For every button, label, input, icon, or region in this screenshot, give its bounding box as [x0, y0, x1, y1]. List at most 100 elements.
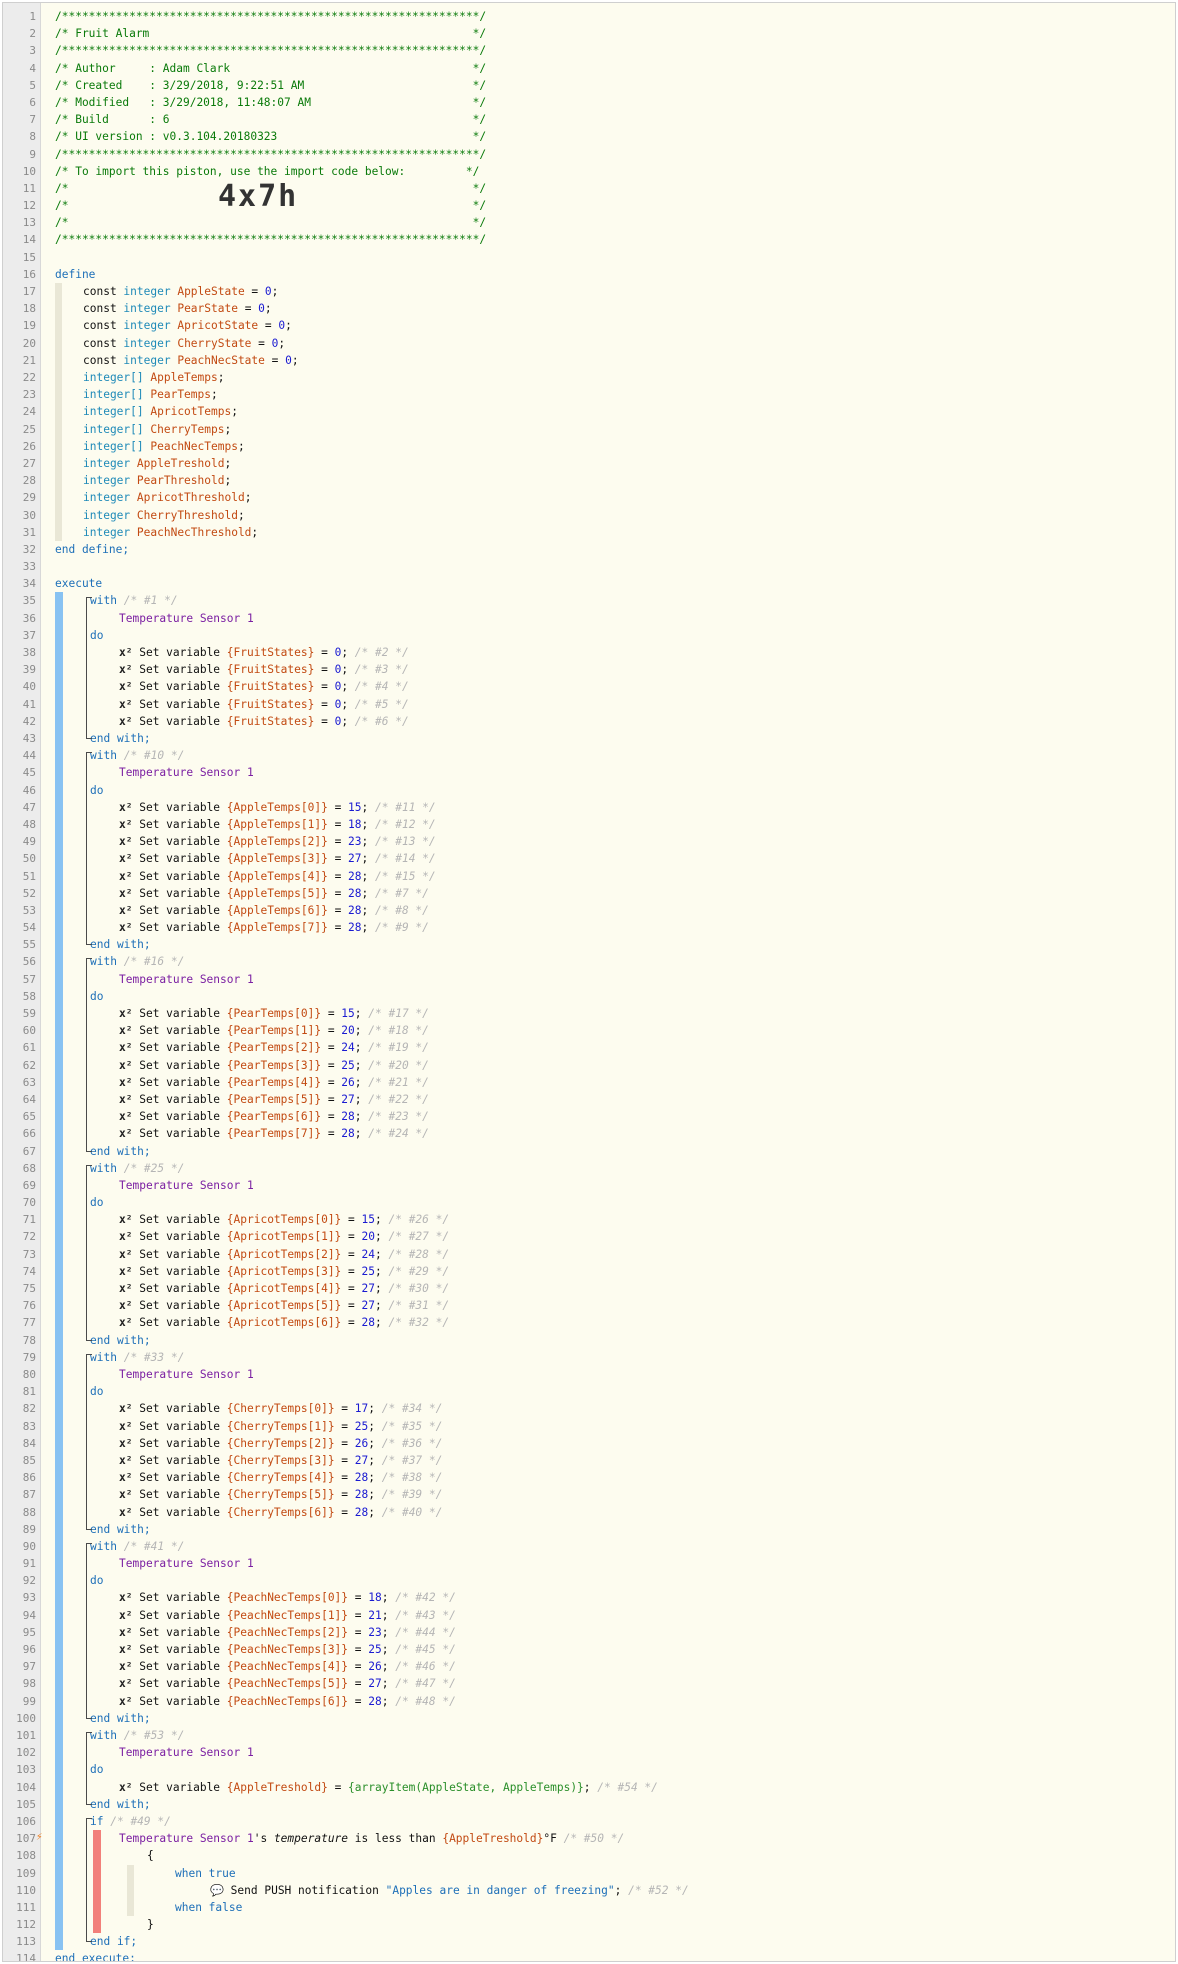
variable-name: {AppleTemps[1]}: [226, 817, 328, 831]
type-keyword: integer: [123, 302, 171, 316]
statement-id: /* #3 */: [354, 663, 409, 677]
line-number: 70: [22, 1196, 36, 1210]
variable-name: CherryState: [177, 336, 252, 350]
type-keyword: integer: [83, 508, 131, 522]
code-line: Temperature Sensor 1: [119, 1366, 254, 1383]
if-keyword: if: [90, 1814, 104, 1828]
type-keyword: integer: [83, 456, 131, 470]
variable-name: ApricotThreshold: [136, 491, 245, 505]
variable-name: {FruitStates}: [226, 646, 315, 660]
variable-name: PearState: [177, 302, 238, 316]
number-value: 28: [348, 903, 362, 917]
variable-name: AppleState: [177, 285, 245, 299]
code-line: x² Set variable {AppleTemps[3]} = 27; /*…: [119, 852, 436, 866]
code-line: do: [90, 1761, 103, 1778]
type-keyword: integer[]: [83, 405, 144, 419]
line-number: 73: [22, 1247, 36, 1261]
header-blank: /* */: [55, 199, 487, 213]
line-number: 76: [22, 1299, 36, 1313]
when-true-keyword: when true: [175, 1866, 236, 1880]
line-number: 41: [22, 697, 36, 711]
code-line: x² Set variable {CherryTemps[3]} = 27; /…: [119, 1453, 443, 1467]
code-line: /***************************************…: [55, 42, 486, 59]
number-value: 28: [341, 1110, 355, 1124]
line-number: 6: [29, 95, 36, 109]
number-value: 23: [368, 1625, 382, 1639]
code-line: Temperature Sensor 1's temperature is le…: [119, 1832, 625, 1846]
code-line: x² Set variable {PearTemps[1]} = 20; /* …: [119, 1024, 429, 1038]
line-number: 100: [16, 1711, 36, 1725]
end-with-keyword: end with;: [90, 1144, 151, 1158]
type-keyword: integer: [123, 319, 171, 333]
variable-name: {PearTemps[6]}: [226, 1110, 322, 1124]
variable-name: {ApricotTemps[3]}: [226, 1264, 342, 1278]
code-line: x² Set variable {PearTemps[3]} = 25; /* …: [119, 1058, 429, 1072]
code-line: x² Set variable {ApricotTemps[5]} = 27; …: [119, 1299, 450, 1313]
do-keyword: do: [90, 1763, 104, 1777]
line-number: 59: [22, 1007, 36, 1021]
line-number: 47: [22, 800, 36, 814]
variable-name: {AppleTemps[5]}: [226, 886, 328, 900]
line-number: 39: [22, 663, 36, 677]
statement-id: /* #31 */: [388, 1299, 450, 1313]
code-line: x² Set variable {PearTemps[2]} = 24; /* …: [119, 1041, 429, 1055]
code-line: x² Set variable {ApricotTemps[1]} = 20; …: [119, 1230, 450, 1244]
statement-id: /* #8 */: [375, 903, 429, 917]
line-number: 80: [22, 1368, 36, 1381]
code-line: x² Set variable {PeachNecTemps[5]} = 27;…: [119, 1677, 456, 1691]
code-line: x² Set variable {AppleTemps[6]} = 28; /*…: [119, 903, 429, 917]
variable-name: {PearTemps[1]}: [226, 1024, 322, 1038]
expression-icon: x²: [119, 921, 133, 935]
type-keyword: integer: [123, 353, 171, 367]
line-number: 36: [22, 611, 36, 625]
code-line: with /* #33 */: [90, 1349, 184, 1366]
code-line: 💬 Send PUSH notification "Apples are in …: [210, 1883, 689, 1897]
variable-name: {FruitStates}: [226, 714, 315, 728]
do-keyword: do: [90, 783, 104, 797]
line-number: 113: [16, 1935, 36, 1949]
code-line: }: [147, 1918, 154, 1932]
code-line: end with;: [90, 1796, 151, 1813]
line-number: 87: [22, 1488, 36, 1502]
line-number: 66: [22, 1127, 36, 1141]
line-number: 44: [22, 749, 36, 763]
expression-icon: x²: [119, 1316, 133, 1330]
code-line: x² Set variable {FruitStates} = 0; /* #3…: [119, 663, 409, 677]
code-line: /* Fruit Alarm */: [55, 25, 486, 42]
code-line: end with;: [90, 936, 151, 953]
line-number: 96: [22, 1643, 36, 1657]
device-name: Temperature Sensor 1: [119, 972, 254, 986]
warning-icon[interactable]: ⚡: [36, 1830, 43, 1844]
code-line: x² Set variable {PearTemps[6]} = 28; /* …: [119, 1110, 429, 1124]
expression-icon: x²: [119, 1110, 133, 1124]
variable-name: {AppleTreshold}: [226, 1780, 328, 1794]
line-number: 52: [22, 886, 36, 900]
line-number: 78: [22, 1333, 36, 1347]
expression-icon: x²: [119, 1092, 133, 1106]
code-line: /* To import this piston, use the import…: [55, 163, 479, 180]
statement-id: /* #45 */: [395, 1643, 456, 1657]
line-number: 23: [22, 388, 36, 402]
with-block-bracket: [86, 1353, 87, 1530]
bracket-cap: [86, 1817, 92, 1819]
code-line: end with;: [90, 1332, 151, 1349]
line-number: 112: [16, 1918, 36, 1932]
line-number: 54: [22, 921, 36, 935]
line-number: 83: [22, 1419, 36, 1433]
bracket-cap: [86, 752, 92, 754]
line-number: 67: [22, 1144, 36, 1158]
end-with-keyword: end with;: [90, 1711, 151, 1725]
variable-name: {CherryTemps[1]}: [226, 1419, 335, 1433]
line-number: 102: [16, 1746, 36, 1760]
bracket-cap: [86, 597, 92, 599]
expression-icon: x²: [119, 1282, 133, 1296]
define-block-guide: [55, 283, 62, 541]
number-value: 0: [334, 680, 342, 694]
variable-name: {ApricotTemps[5]}: [226, 1299, 342, 1313]
line-number: 42: [22, 714, 36, 728]
statement-id: /* #21 */: [368, 1075, 429, 1089]
code-line: when false: [175, 1899, 242, 1916]
variable-name: {AppleTemps[0]}: [226, 800, 328, 814]
expression-icon: x²: [119, 1419, 133, 1433]
variable-name: PeachNecState: [177, 353, 265, 367]
